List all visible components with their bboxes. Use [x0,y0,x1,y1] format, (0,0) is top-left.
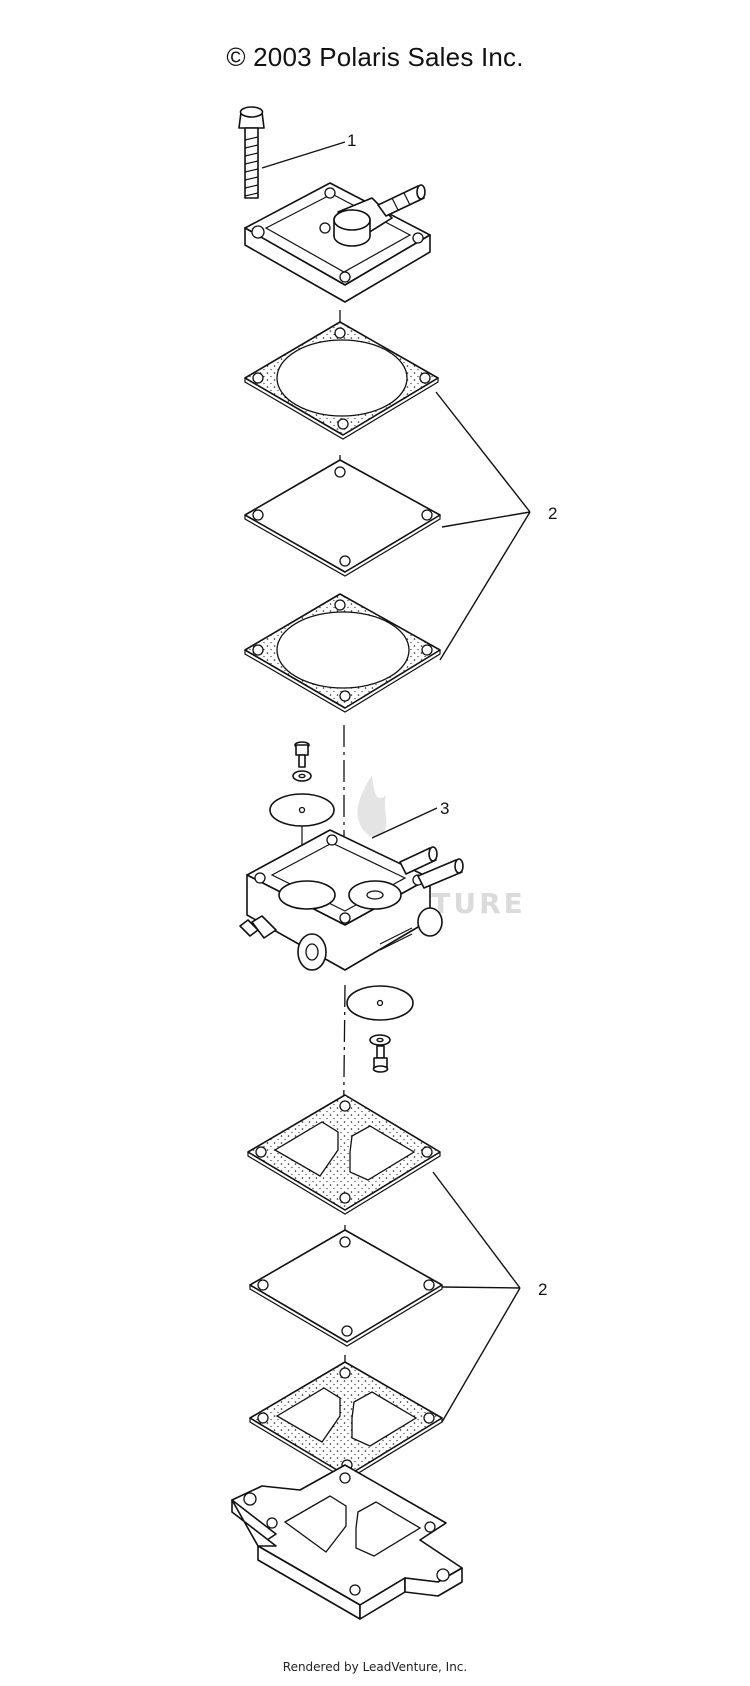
leader-lines-2-lower [432,1171,521,1423]
callout-1: 1 [347,131,356,150]
pump-cover [244,182,431,303]
callout-2-lower: 2 [538,1280,547,1299]
leader-line-3 [371,807,438,839]
pump-base-plate [231,1464,463,1620]
leader-lines-2-upper [435,391,531,661]
rendered-by-footer: Rendered by LeadVenture, Inc. [282,1660,468,1674]
part-3-pump-body [239,829,464,971]
diaphragm-upper [244,459,441,577]
callout-3: 3 [440,799,449,818]
gasket-chamber-upper [247,1094,441,1215]
leader-line-1 [261,141,346,169]
gasket-round-lower [244,593,441,713]
copyright-notice: © 2003 Polaris Sales Inc. [226,42,524,72]
callout-2-upper: 2 [548,504,557,523]
valve-screw-lower [346,985,414,1073]
gasket-round-upper [244,321,439,440]
gasket-chamber-lower [249,1361,443,1481]
diaphragm-lower [249,1229,443,1347]
part-1-screw [238,106,265,199]
